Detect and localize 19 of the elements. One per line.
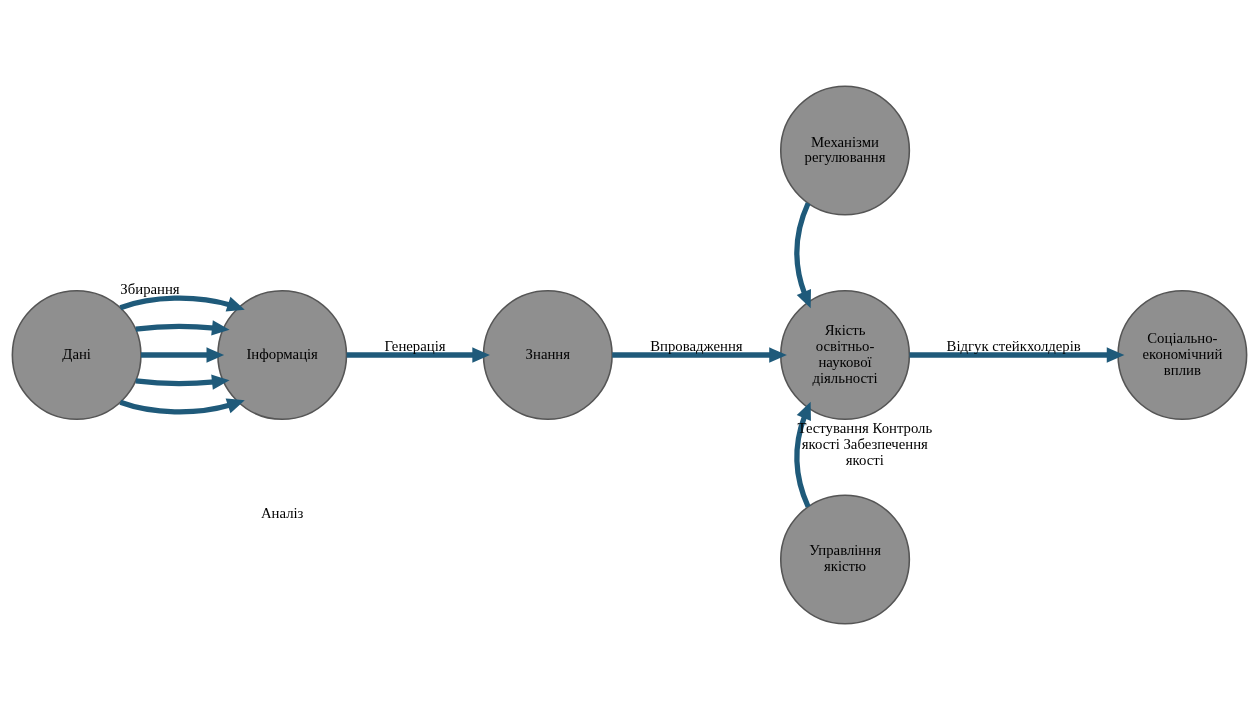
label: Аналіз: [260, 504, 304, 521]
arrow: [346, 346, 490, 363]
edge-label: Впровадження: [650, 337, 743, 354]
arrow: [119, 397, 245, 414]
node-circle: Знання: [482, 289, 613, 420]
arrow: [612, 346, 787, 363]
arrow: [119, 295, 245, 312]
arrow: [794, 401, 811, 508]
arrow: [794, 201, 811, 308]
edge-label: Відгук стейкхолдерів: [946, 337, 1081, 354]
edge-label: Генерація: [384, 337, 446, 354]
node-circle: Механізми регулювання: [779, 84, 911, 216]
arrow: [140, 346, 225, 363]
arrow: [909, 346, 1125, 363]
node-circle: Соціально-економічний вплив: [1117, 289, 1248, 420]
node-circle: Інформація: [217, 289, 348, 420]
arrow: [135, 374, 230, 390]
arrow: [135, 319, 230, 335]
node-circle: Управління якістю: [779, 493, 911, 625]
